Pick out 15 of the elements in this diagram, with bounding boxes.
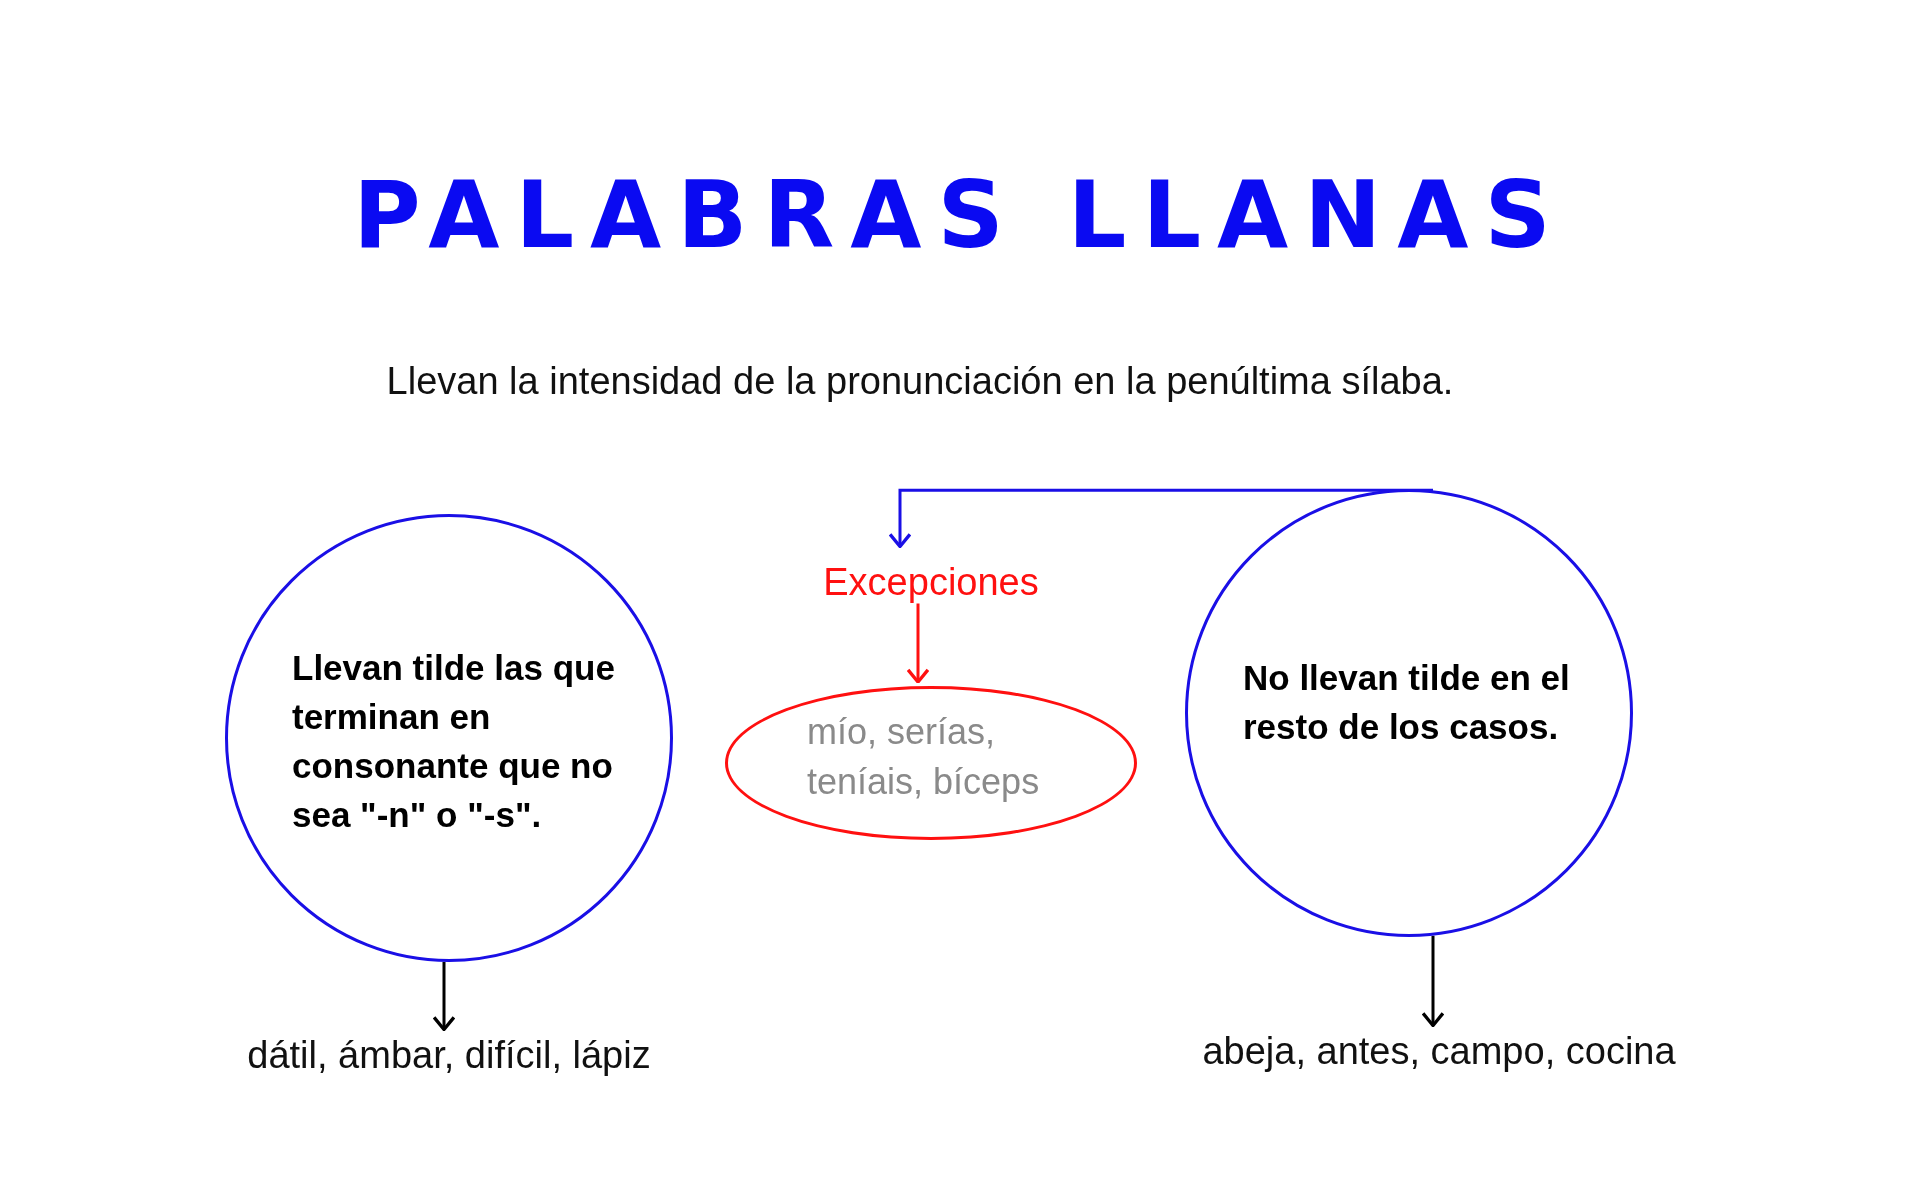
arrow	[888, 488, 1433, 549]
node-text: Excepciones	[823, 560, 1039, 604]
circle-node	[225, 514, 673, 962]
node-text: Llevan tilde las que terminan en consonante que no sea "-n" o "-s".	[292, 647, 616, 836]
circle-node	[1185, 489, 1633, 937]
node-text: abeja, antes, campo, cocina	[1202, 1029, 1676, 1073]
arrow	[432, 961, 456, 1032]
node-text: No llevan tilde en el resto de los casos.	[1243, 657, 1571, 748]
arrow	[1421, 935, 1445, 1028]
arrow	[906, 603, 930, 684]
node-text: dátil, ámbar, difícil, lápiz	[247, 1033, 651, 1077]
ellipse-node	[725, 686, 1137, 840]
title: PALABRAS LLANAS	[352, 170, 1568, 262]
node-text: mío, serías, teníais, bíceps	[807, 710, 1041, 805]
subtitle-text: Llevan la intensidad de la pronunciación en la penúltima sílaba.	[385, 360, 1455, 403]
